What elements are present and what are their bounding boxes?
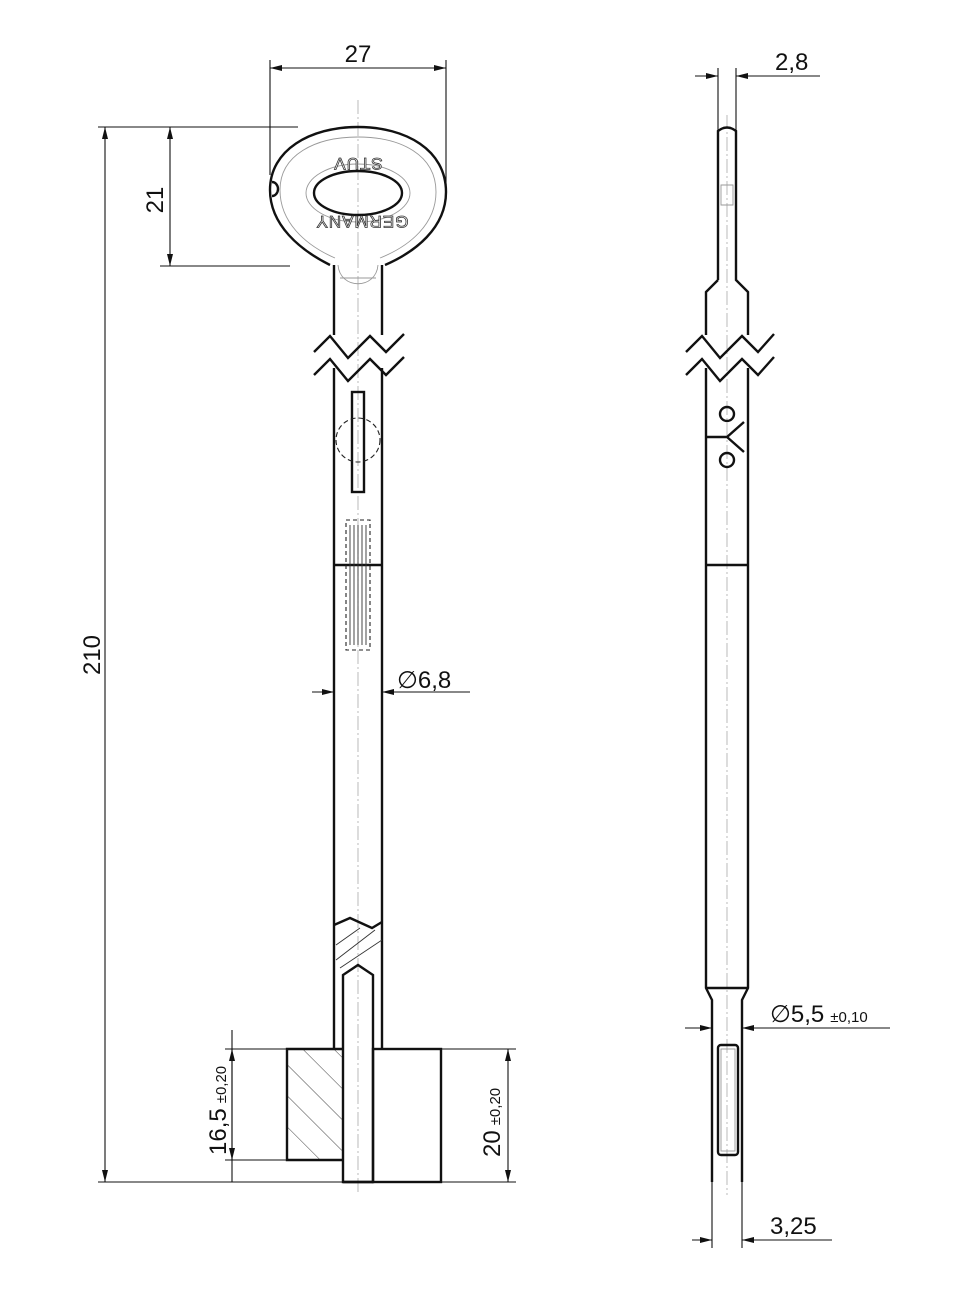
- marking-notch: [706, 421, 745, 453]
- dim-thickness-label: 2,8: [775, 49, 808, 76]
- diameter-symbol: ∅: [397, 667, 418, 694]
- dim-head-width-label: 27: [345, 41, 372, 68]
- break-line: [313, 333, 405, 360]
- side-break-line: [685, 356, 775, 383]
- dimension-tip-diameter: ∅5,5 ±0,10: [685, 1001, 890, 1031]
- side-head-edge: [704, 126, 750, 335]
- dim-tip-width-label: 3,25: [770, 1213, 817, 1240]
- key-ring-hole: [312, 169, 404, 217]
- break-line: [313, 356, 405, 383]
- dim-tolerance: ±0,20: [487, 1088, 504, 1125]
- dimension-total-length: 210: [79, 126, 343, 1183]
- dimension-shaft-diameter: ∅6,8: [312, 667, 470, 695]
- dim-total-length-label: 210: [79, 635, 106, 675]
- dim-tip-diameter-label: ∅5,5 ±0,10: [770, 1001, 868, 1028]
- front-view: STUV GERMANY 27: [79, 41, 516, 1195]
- dimension-thickness: 2,8: [695, 49, 820, 130]
- side-shaft: [704, 368, 750, 1182]
- logo-text-top: STUV: [333, 154, 382, 173]
- logo-text-bottom: GERMANY: [316, 212, 409, 231]
- diameter-symbol: ∅: [770, 1001, 791, 1028]
- dim-value: 20: [479, 1130, 506, 1157]
- shaft-slot: [350, 390, 366, 494]
- bit-right-block: [371, 1047, 443, 1184]
- dim-value: 5,5: [791, 1001, 824, 1028]
- key-shaft: [313, 265, 405, 1050]
- dimension-head-width: 27: [269, 41, 447, 185]
- dim-value: 16,5: [205, 1108, 232, 1155]
- dimension-tip-width: 3,25: [692, 1182, 832, 1248]
- head-notch: [271, 180, 280, 198]
- dimension-bit-left: 16,5 ±0,20: [205, 1030, 287, 1182]
- dim-bit-right-label: 20 ±0,20: [479, 1088, 506, 1157]
- side-break-line: [685, 333, 775, 360]
- tip-slot: [716, 1043, 740, 1157]
- dim-shaft-diameter-label: ∅6,8: [397, 667, 451, 694]
- dimension-head-height: 21: [142, 126, 298, 267]
- key-bit: [285, 963, 443, 1184]
- dimension-bit-right: 20 ±0,20: [441, 1048, 516, 1183]
- dim-tolerance: ±0,10: [830, 1009, 867, 1026]
- dim-value: 6,8: [418, 667, 451, 694]
- key-head: STUV GERMANY: [268, 125, 448, 285]
- bit-left-block: [285, 1047, 343, 1162]
- marking-circle-icon: [718, 405, 736, 423]
- marking-circle-icon: [718, 451, 736, 469]
- dim-bit-left-label: 16,5 ±0,20: [205, 1066, 232, 1155]
- side-view: 2,8 ∅5,5 ±0,10 3,25: [685, 49, 890, 1248]
- dim-tolerance: ±0,20: [213, 1066, 230, 1103]
- dim-head-height-label: 21: [142, 187, 169, 214]
